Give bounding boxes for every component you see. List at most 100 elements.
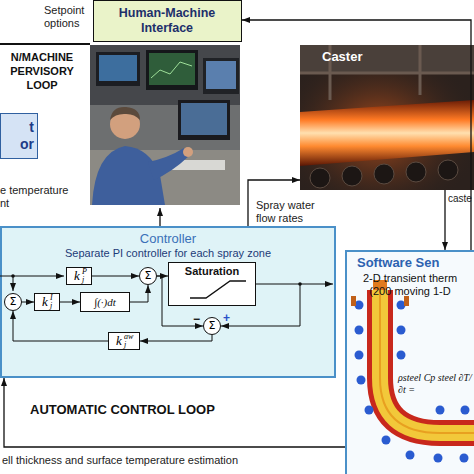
error-branch — [13, 276, 14, 291]
sum-symbol: Σ — [140, 269, 156, 283]
sum-symbol: Σ — [204, 319, 220, 333]
box-subtitle: Separate PI controller for each spray zo… — [2, 247, 334, 260]
caster-photo — [300, 45, 474, 190]
signal-arrow — [157, 276, 168, 277]
box-title: Software Sen — [357, 255, 439, 271]
monitor-screen — [99, 55, 137, 81]
roller — [406, 162, 426, 182]
signal-name: e temperature nt — [0, 184, 80, 210]
gain-subscript: j — [50, 301, 52, 310]
monitor — [146, 50, 198, 90]
signal-arrow — [248, 180, 300, 226]
equation-text: ρsteel Cp steel ∂T/∂t = — [398, 372, 474, 396]
signal-arrow — [22, 302, 34, 303]
signal-arrow — [157, 276, 203, 326]
gain-block: kjP — [66, 267, 92, 285]
gain-block: kjI — [34, 293, 60, 311]
spray-nozzle — [460, 454, 469, 463]
operator-arm — [148, 148, 189, 180]
gain-subscript: j — [124, 340, 126, 349]
operator-hand — [183, 147, 193, 157]
controller-box: ControllerSeparate PI controller for eac… — [0, 226, 336, 378]
monitor — [96, 52, 140, 86]
signal-arrow — [444, 190, 445, 250]
signal-arrow — [221, 284, 300, 326]
monitor-screen — [206, 61, 236, 89]
gain-symbol: k — [116, 333, 122, 349]
spray-nozzle — [397, 326, 406, 335]
roller — [438, 160, 458, 180]
roller — [310, 168, 330, 188]
controller-output — [300, 284, 333, 285]
photo-back — [300, 45, 474, 190]
integral-symbol: ∫(·)dt — [81, 295, 129, 309]
sensor-back — [345, 250, 474, 474]
machine-frame — [300, 45, 474, 73]
gain-superscript: I — [50, 293, 53, 302]
strand-core — [380, 290, 474, 433]
spray-nozzle — [397, 351, 406, 360]
box-title: Human-Machine Interface — [116, 6, 218, 36]
machine-frame — [300, 45, 474, 100]
spray-nozzle — [436, 406, 445, 415]
spray-nozzle — [461, 406, 470, 415]
box-subtitle: 2-D transient therm (200 moving 1-D — [351, 272, 469, 298]
caster-photo-box: Caster — [300, 45, 474, 190]
loop-title: N/MACHINE PERVISORY LOOP — [0, 50, 84, 92]
signal-arrow — [4, 378, 345, 447]
junction-dot — [160, 274, 164, 278]
edge-label: Spray water flow rates — [256, 199, 330, 225]
sum-junction: Σ — [139, 267, 157, 285]
signal-arrow — [60, 302, 80, 303]
spray-nozzle — [382, 436, 391, 445]
photo-wall — [90, 45, 240, 105]
junction-dot — [298, 282, 302, 286]
sum-junction: Σ — [4, 293, 22, 311]
junction-dot — [11, 274, 15, 278]
sum-junction: Σ — [203, 317, 221, 335]
operator-link — [159, 208, 160, 226]
interface-box: Human-Machine Interface — [93, 0, 242, 42]
sign-mark: + — [223, 311, 230, 325]
gain-superscript: aw — [124, 332, 133, 341]
photo-caption: Caster — [322, 49, 362, 65]
spray-nozzle — [355, 326, 364, 335]
loop-title: AUTOMATIC CONTROL LOOP — [30, 402, 215, 418]
signal-arrow — [242, 20, 471, 250]
roller — [342, 166, 362, 186]
monitor — [203, 58, 239, 94]
loop-border — [0, 43, 90, 45]
gain-block: kjaw — [108, 332, 140, 350]
screen-trace — [151, 62, 192, 78]
block-title: Saturation — [169, 265, 255, 278]
gain-symbol: k — [74, 268, 80, 284]
saturation-curve — [190, 281, 246, 298]
strand-center — [380, 290, 474, 433]
gain-subscript: j — [82, 275, 84, 284]
edge-label: ell thickness and surface temperature es… — [2, 454, 342, 467]
operator-photo — [90, 45, 240, 205]
saturation-block: Saturation — [168, 262, 256, 306]
box-title: t or — [16, 119, 34, 153]
sensor-box: Software Sen2-D transient therm (200 mov… — [345, 250, 474, 474]
integrator-block: ∫(·)dt — [80, 292, 130, 312]
setpoint-note: Setpoint options — [44, 4, 94, 30]
strand-shell — [380, 290, 474, 433]
error-input — [0, 276, 64, 277]
edge-label: caste — [448, 193, 472, 205]
hot-slab — [300, 100, 474, 166]
strand-illustration — [345, 250, 474, 474]
signal-arrow — [140, 335, 212, 341]
generator-box: t or — [0, 113, 38, 159]
signal-arrow — [13, 311, 108, 341]
spray-nozzle — [434, 454, 443, 463]
signal-arrow — [130, 285, 148, 302]
gain-superscript: P — [82, 267, 87, 276]
monitor-screen — [149, 53, 195, 85]
box-title: Controller — [2, 231, 334, 247]
roller — [374, 164, 394, 184]
spray-nozzle — [365, 406, 374, 415]
roll — [351, 296, 356, 306]
gain-symbol: k — [42, 294, 48, 310]
